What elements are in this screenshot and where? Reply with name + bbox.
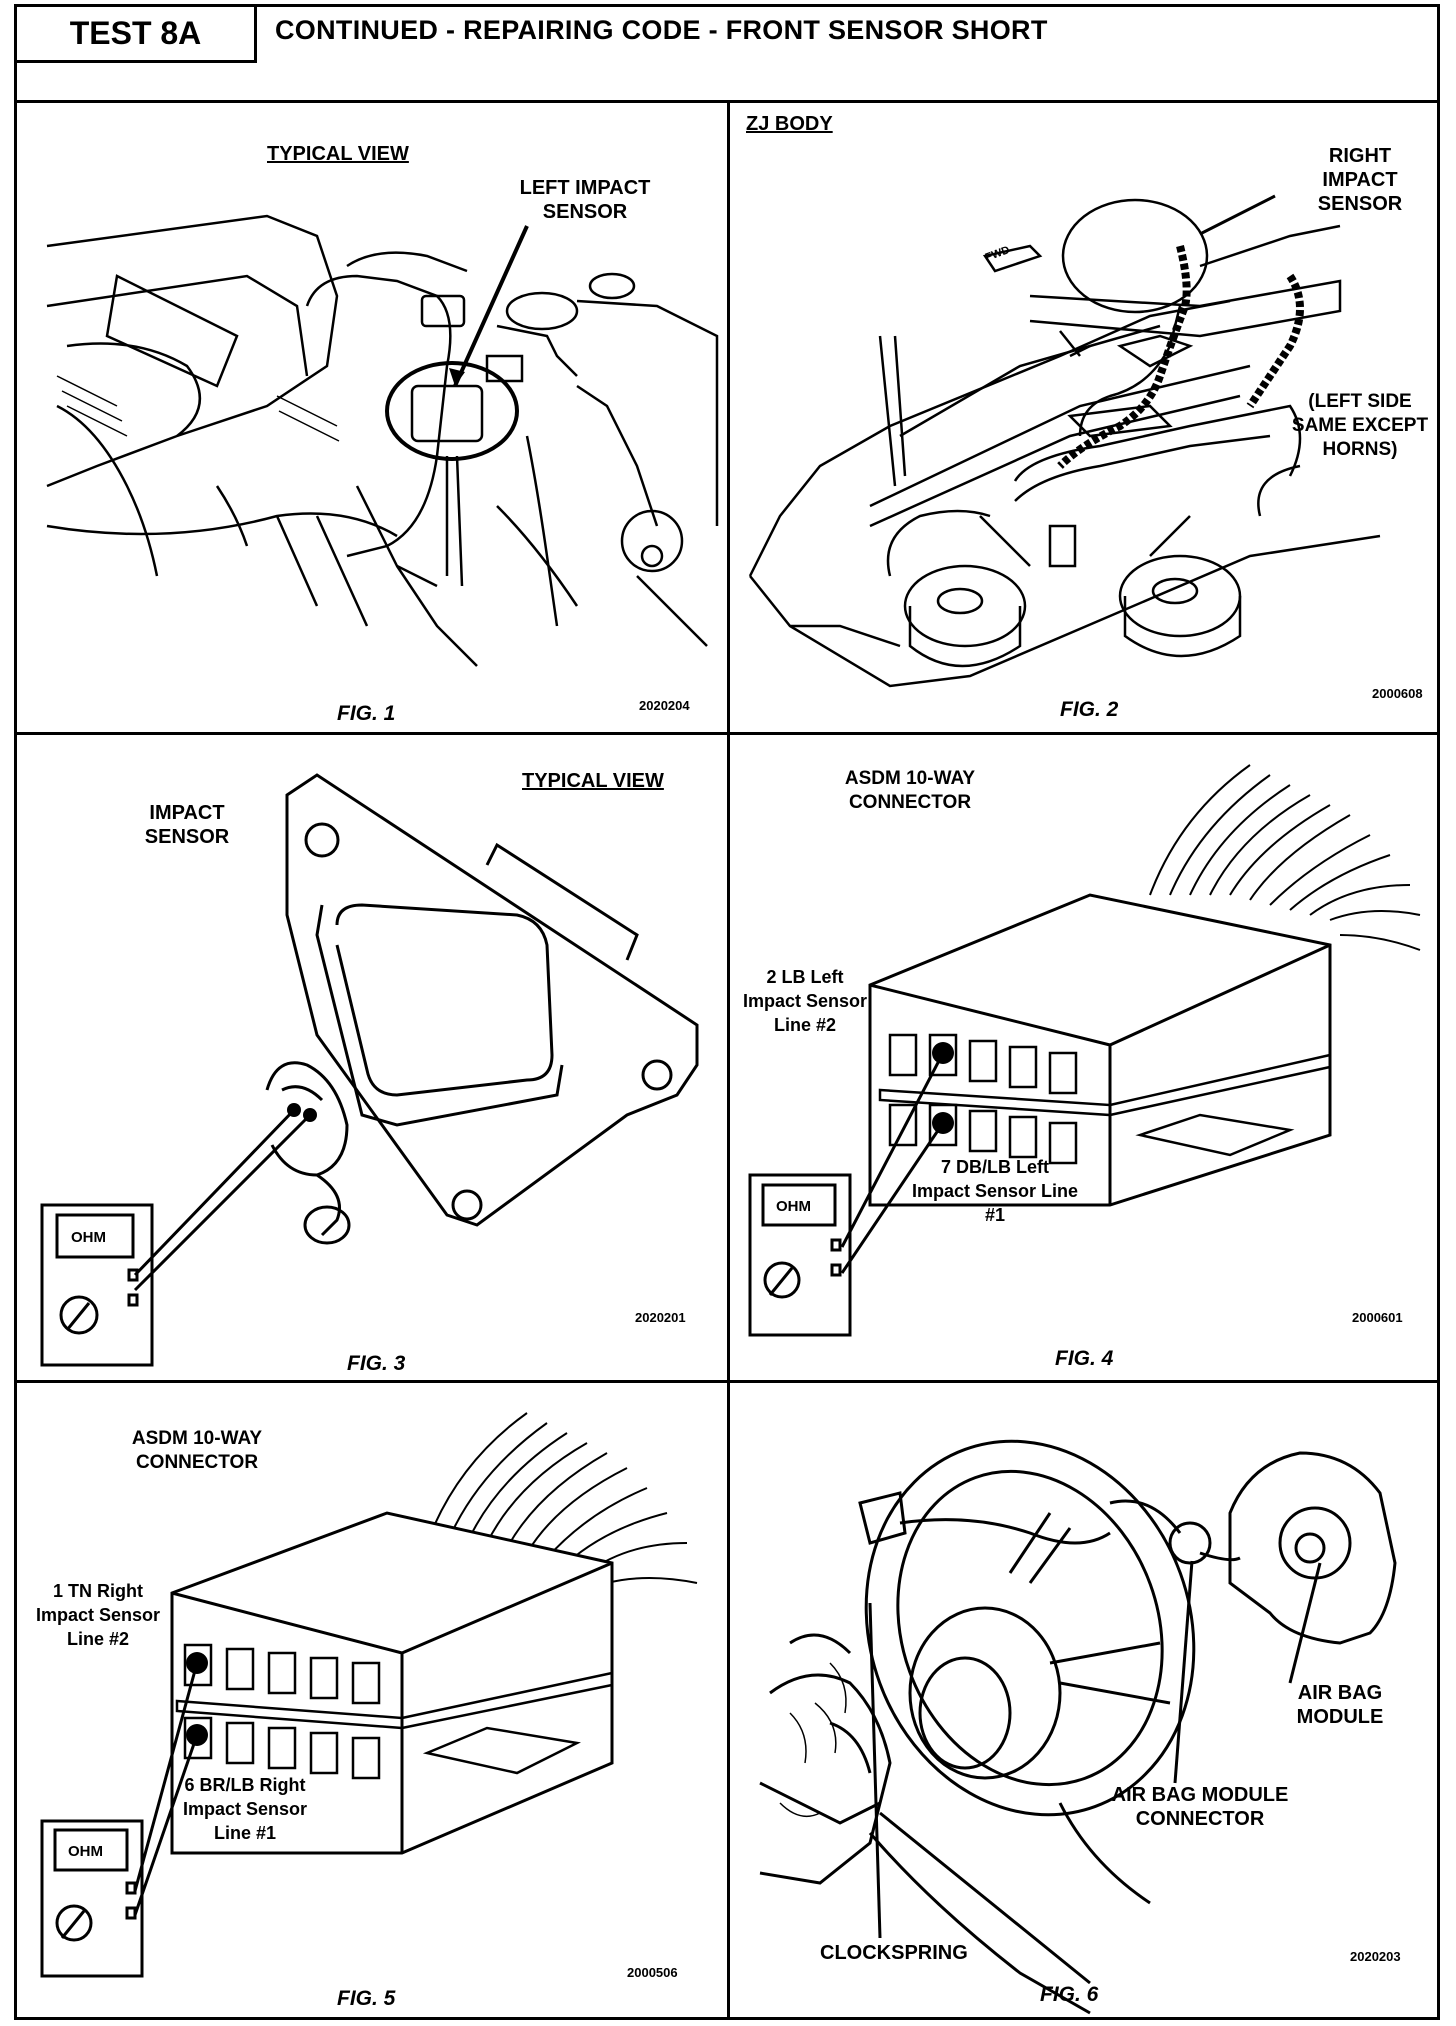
figure-code: 2000608 (1372, 686, 1423, 701)
callout-pin-1: 1 TN Right Impact Sensor Line #2 (35, 1581, 161, 1649)
figure-label: FIG. 4 (1055, 1347, 1114, 1370)
figure-code: 2000601 (1352, 1310, 1403, 1325)
panel-fig-1: TYPICAL VIEW LEFT IMPACT SENSOR FIG. 1 2… (17, 106, 727, 732)
panel-fig-3: OHM TYPICAL VIEW IMPACT SENSOR FIG. 3 20… (17, 735, 727, 1380)
view-label: ASDM 10-WAY CONNECTOR (131, 1428, 263, 1473)
view-label: ASDM 10-WAY CONNECTOR (844, 768, 976, 813)
figure-code: 2020201 (635, 1310, 686, 1325)
callout-air-bag-module: AIR BAG MODULE (1296, 1682, 1384, 1728)
panel-fig-2: ZJ BODY RIGHT IMPACT SENSOR (LEFT SIDE S… (730, 106, 1440, 732)
panel-fig-4: OHM ASDM 10-WAY CONNECTOR 2 LB Left Impa… (730, 735, 1440, 1380)
asdm-connector-left-drawing: OHM (748, 764, 1421, 1337)
callout-clockspring: CLOCKSPRING (820, 1942, 968, 1964)
panel-fig-6: AIR BAG MODULE AIR BAG MODULE CONNECTOR … (730, 1383, 1440, 2017)
figure-label: FIG. 2 (1060, 698, 1119, 721)
callout-right-impact-sensor: RIGHT IMPACT SENSOR (1317, 145, 1403, 215)
figure-code: 2020203 (1350, 1949, 1401, 1964)
callout-pin-6: 6 BR/LB Right Impact Sensor Line #1 (182, 1775, 308, 1843)
figure-label: FIG. 6 (1040, 1983, 1099, 2006)
asdm-connector-right-drawing: OHM (40, 1412, 698, 1978)
view-label: TYPICAL VIEW (267, 143, 409, 165)
figure-code: 2000506 (627, 1965, 678, 1980)
column-divider (727, 103, 730, 2017)
panel-fig-5: OHM ASDM 10-WAY CONNECTOR 1 TN Right Imp… (17, 1383, 727, 2017)
figure-label: FIG. 1 (337, 702, 396, 725)
zj-body-drawing (748, 194, 1381, 688)
test-label: TEST 8A (17, 7, 257, 63)
row-divider-1 (17, 732, 1437, 735)
meter-display-text: OHM (68, 1843, 103, 1860)
page-header: TEST 8A CONTINUED - REPAIRING CODE - FRO… (17, 7, 1437, 103)
page-title: CONTINUED - REPAIRING CODE - FRONT SENSO… (275, 15, 1048, 45)
meter-display-text: OHM (71, 1229, 106, 1246)
callout-air-bag-module-connector: AIR BAG MODULE CONNECTOR (1111, 1784, 1289, 1830)
row-divider-2 (17, 1380, 1437, 1383)
callout-left-side-note: (LEFT SIDE SAME EXCEPT HORNS) (1291, 391, 1429, 460)
callout-left-impact-sensor: LEFT IMPACT SENSOR (519, 177, 651, 223)
callout-impact-sensor: IMPACT SENSOR (144, 802, 230, 848)
figure-label: FIG. 5 (337, 1987, 396, 2010)
service-manual-page: TEST 8A CONTINUED - REPAIRING CODE - FRO… (14, 4, 1440, 2020)
callout-pin-2: 2 LB Left Impact Sensor Line #2 (742, 967, 868, 1035)
meter-display-text: OHM (776, 1198, 811, 1215)
view-label: TYPICAL VIEW (522, 770, 664, 792)
figure-label: FIG. 3 (347, 1352, 406, 1375)
engine-bay-drawing (46, 214, 719, 667)
figure-code: 2020204 (639, 698, 690, 713)
steering-wheel-drawing (759, 1439, 1397, 2015)
impact-sensor-drawing: OHM (40, 773, 699, 1367)
callout-pin-7: 7 DB/LB Left Impact Sensor Line #1 (911, 1157, 1079, 1225)
view-label: ZJ BODY (746, 113, 833, 135)
